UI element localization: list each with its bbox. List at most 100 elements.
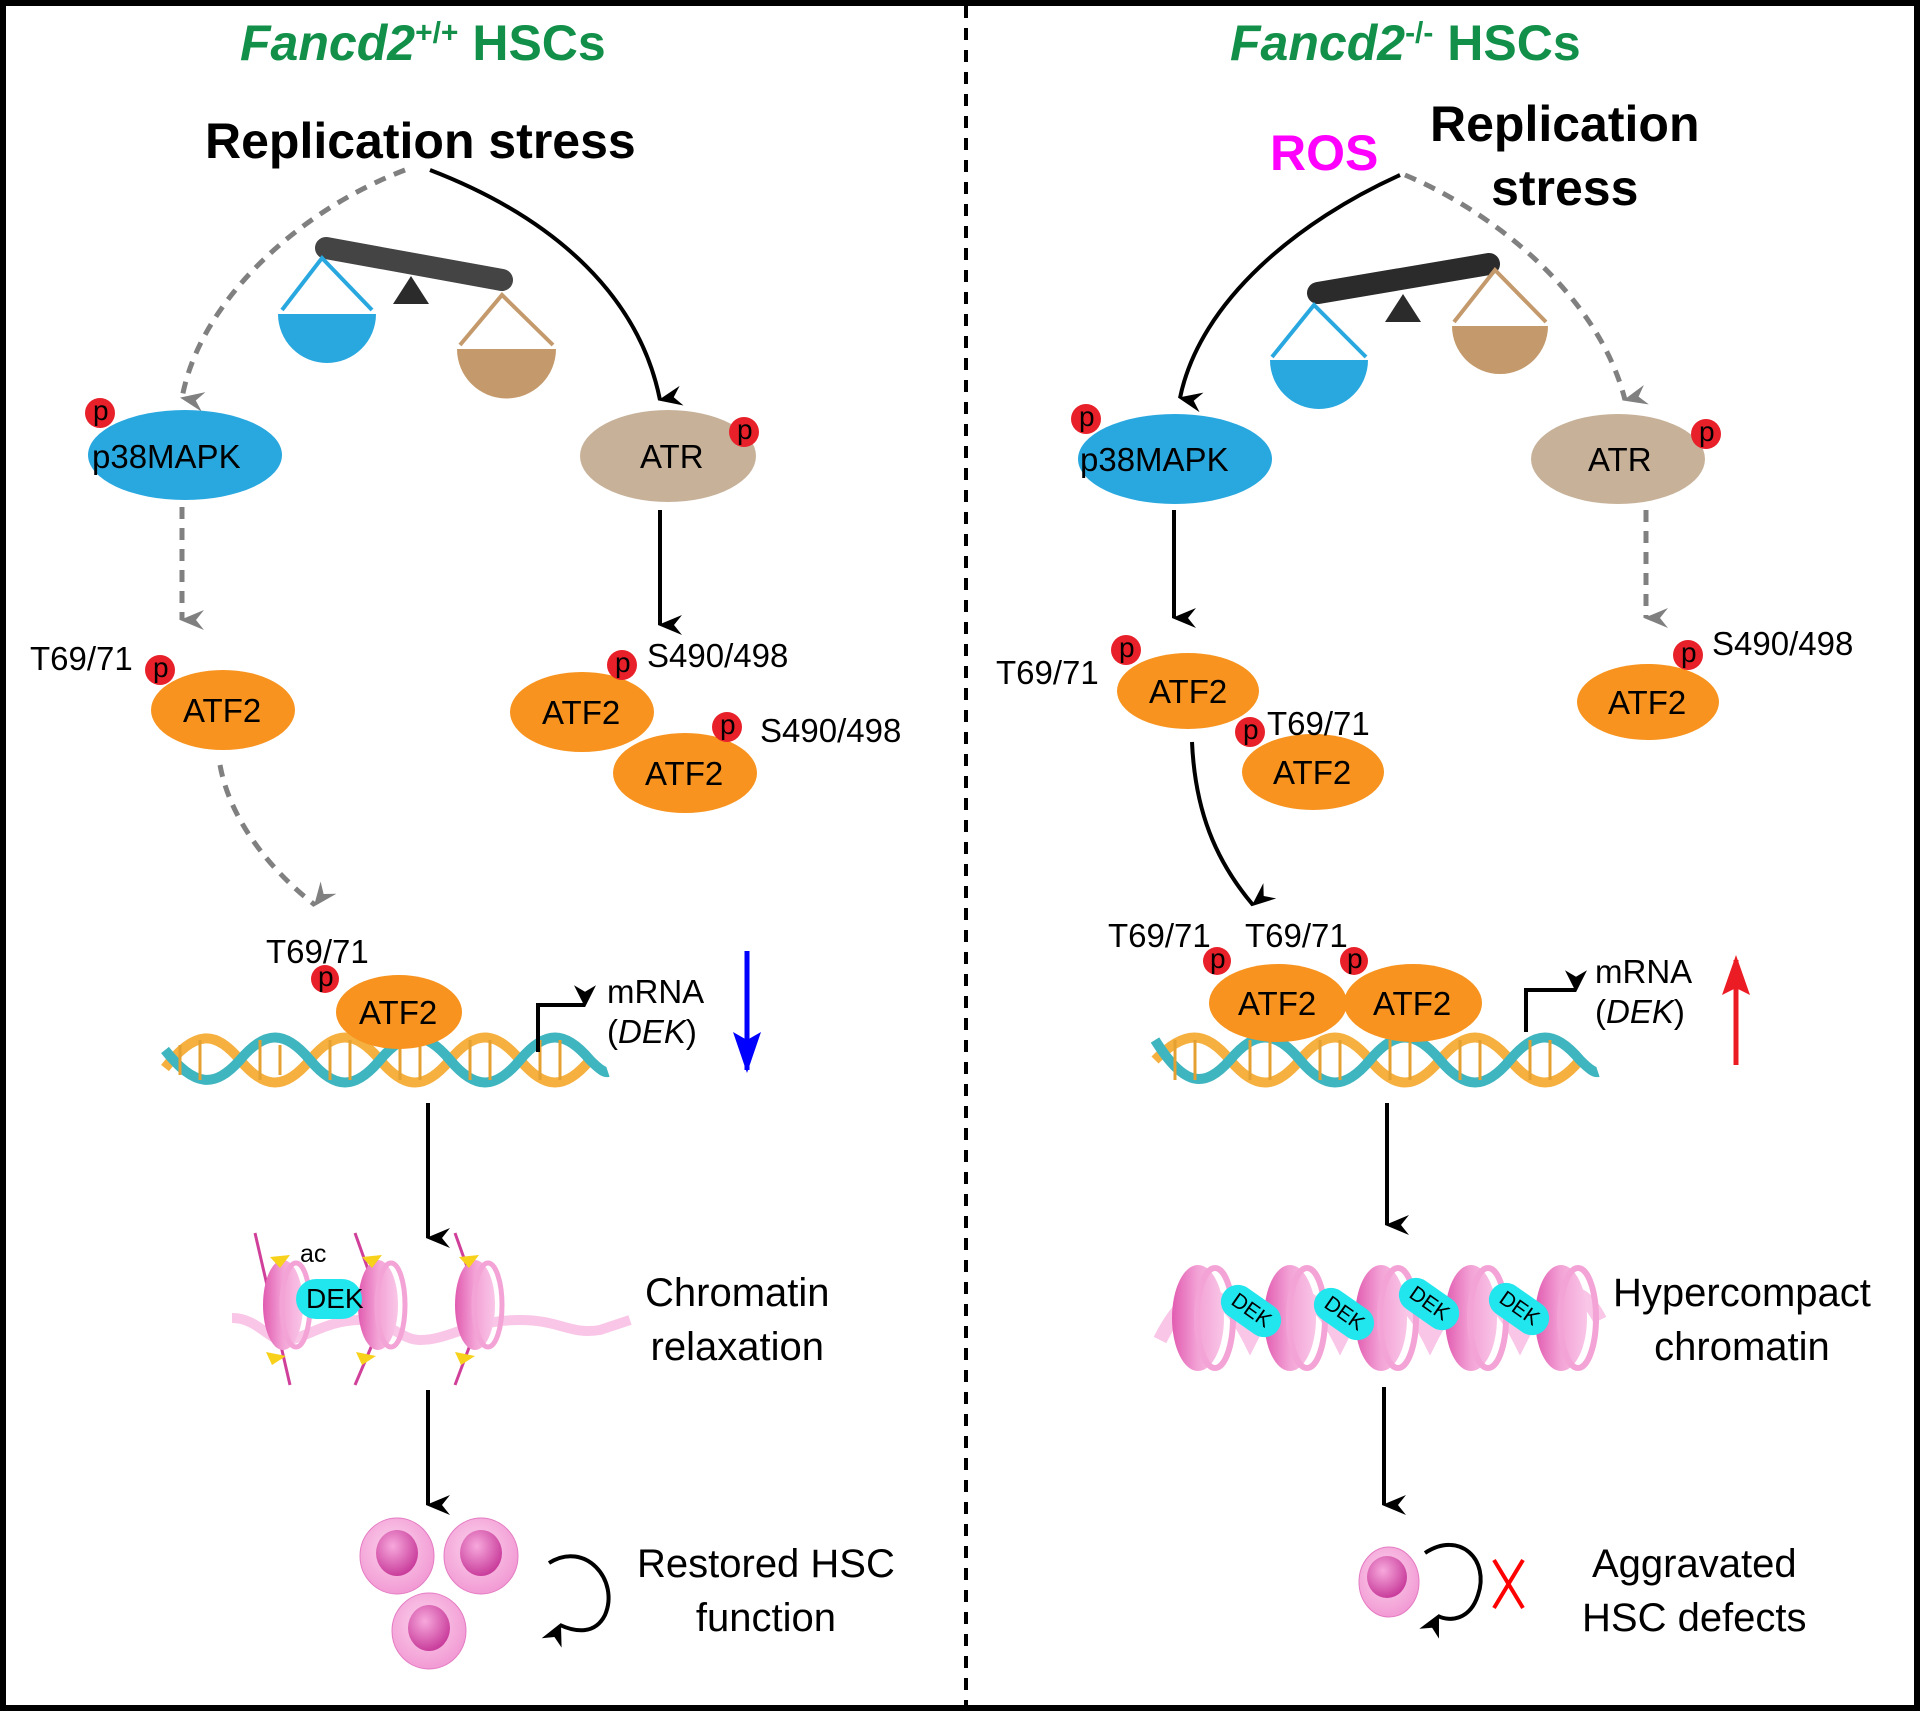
site-t69-label: T69/71: [1245, 917, 1348, 954]
p38mapk-label: p38MAPK: [92, 438, 241, 475]
atf2-label: ATF2: [542, 694, 621, 731]
relaxed-chromatin-icon: [231, 1232, 632, 1386]
arrow-stress-to-p38: [1178, 173, 1401, 413]
left-stress-label: Replication stress: [205, 113, 636, 169]
chromatin-line2: relaxation: [650, 1325, 824, 1369]
site-t69-label: T69/71: [30, 640, 133, 677]
atf2-node: [1577, 664, 1719, 740]
site-t69-label: T69/71: [996, 654, 1099, 691]
title-genotype: +/+: [415, 16, 459, 50]
atf2-dna-bound-node: [1344, 964, 1482, 1042]
phospho-icon: [712, 712, 742, 742]
dashed-arrow-atf2-to-dna: [217, 764, 337, 907]
title-suffix: HSCs: [1433, 15, 1581, 71]
atf2-label: ATF2: [1238, 985, 1317, 1022]
dashed-arrow-stress-to-atr: [1404, 172, 1649, 405]
balance-scale-icon: [1270, 253, 1548, 409]
atf2-node: [613, 733, 757, 813]
mrna-gene: DEK: [1606, 993, 1674, 1030]
mrna-label: mRNA: [1595, 953, 1693, 990]
phospho-icon: [145, 655, 175, 685]
atf2-label: ATF2: [1373, 985, 1452, 1022]
self-renewal-cycle-icon: [541, 1554, 611, 1648]
mrna-dek-label: mRNA(DEK): [607, 973, 705, 1050]
phospho-label: p: [737, 414, 753, 445]
atr-label: ATR: [640, 438, 704, 475]
phospho-label: p: [1119, 632, 1135, 663]
arrow-atf2-to-dna: [1190, 741, 1277, 907]
atr-node: [580, 410, 756, 502]
phospho-icon: [729, 417, 759, 447]
right-panel: [1071, 172, 1750, 1639]
site-t69-label: T69/71: [1267, 705, 1370, 742]
chromatin-line1: Chromatin: [645, 1271, 830, 1315]
phospho-label: p: [615, 647, 631, 678]
phospho-icon: [1203, 947, 1231, 975]
dna-helix-icon: [1150, 1032, 1600, 1088]
atr-label: ATR: [1588, 441, 1652, 478]
phospho-icon: [1340, 947, 1368, 975]
mrna-dek-label: mRNA(DEK): [1595, 953, 1693, 1030]
phospho-icon: [1071, 404, 1101, 434]
atf2-label: ATF2: [1149, 673, 1228, 710]
phospho-label: p: [1210, 943, 1226, 974]
outcome-line1: Restored HSC: [637, 1542, 895, 1586]
site-s490-label: S490/498: [760, 712, 902, 749]
left-panel-title: Fancd2+/+ HSCs: [240, 14, 606, 72]
site-t69-label: T69/71: [1108, 917, 1211, 954]
atr-node: [1531, 414, 1705, 504]
p38mapk-label: p38MAPK: [1080, 441, 1229, 478]
blocked-x-icon: [1492, 1558, 1525, 1610]
phospho-label: p: [1079, 401, 1095, 432]
phospho-label: p: [318, 961, 334, 992]
mrna-gene: DEK: [618, 1013, 686, 1050]
hsc-cells-icon: [359, 1517, 519, 1670]
atf2-node: [1117, 653, 1259, 729]
outcome-line1: Aggravated: [1591, 1542, 1797, 1586]
hsc-cell-icon: [1358, 1546, 1420, 1618]
atf2-label: ATF2: [645, 755, 724, 792]
expression-down-arrowhead: [733, 1032, 761, 1073]
phospho-label: p: [153, 652, 169, 683]
atf2-node: [1242, 734, 1384, 810]
outcome-line2: HSC defects: [1582, 1596, 1807, 1640]
outcome-line2: function: [695, 1596, 836, 1640]
atf2-label: ATF2: [359, 994, 438, 1031]
expression-up-arrowhead: [1722, 955, 1750, 995]
atf2-label: ATF2: [1608, 684, 1687, 721]
atf2-dna-bound-node: [336, 975, 462, 1049]
site-s490-label: S490/498: [647, 637, 789, 674]
chromatin-line1: Hypercompact: [1613, 1271, 1871, 1315]
right-panel-title: Fancd2-/- HSCs: [1230, 14, 1581, 72]
self-renewal-cycle-icon: [1419, 1542, 1483, 1639]
phospho-label: p: [1681, 637, 1697, 668]
chromatin-line2: chromatin: [1654, 1325, 1830, 1369]
phospho-icon: [1673, 640, 1703, 670]
dek-protein-badge: [296, 1279, 362, 1319]
stress-line2: stress: [1491, 160, 1639, 216]
right-stress-label: Replication stress: [1430, 92, 1699, 220]
phospho-icon: [311, 965, 339, 993]
phospho-label: p: [1243, 714, 1259, 745]
atf2-node: [151, 670, 295, 750]
title-gene: Fancd2: [240, 15, 416, 71]
transcription-start-arrow-icon: [536, 985, 596, 1052]
stress-line1: Replication: [1430, 96, 1700, 152]
p38mapk-node: [1078, 414, 1272, 504]
phospho-icon: [1111, 635, 1141, 665]
chromatin-state-label: Chromatin relaxation: [645, 1266, 830, 1374]
acetyl-label: ac: [300, 1240, 327, 1268]
title-gene: Fancd2: [1230, 15, 1406, 71]
dashed-arrow-stress-to-p38: [179, 167, 406, 412]
p38mapk-node: [88, 410, 282, 500]
phospho-label: p: [1699, 416, 1715, 447]
transcription-start-arrow-icon: [1524, 970, 1587, 1032]
phospho-icon: [85, 398, 115, 428]
atf2-label: ATF2: [183, 692, 262, 729]
title-genotype: -/-: [1405, 16, 1434, 50]
phospho-icon: [1235, 717, 1265, 747]
ros-label: ROS: [1270, 125, 1379, 181]
left-panel: [85, 167, 761, 1670]
